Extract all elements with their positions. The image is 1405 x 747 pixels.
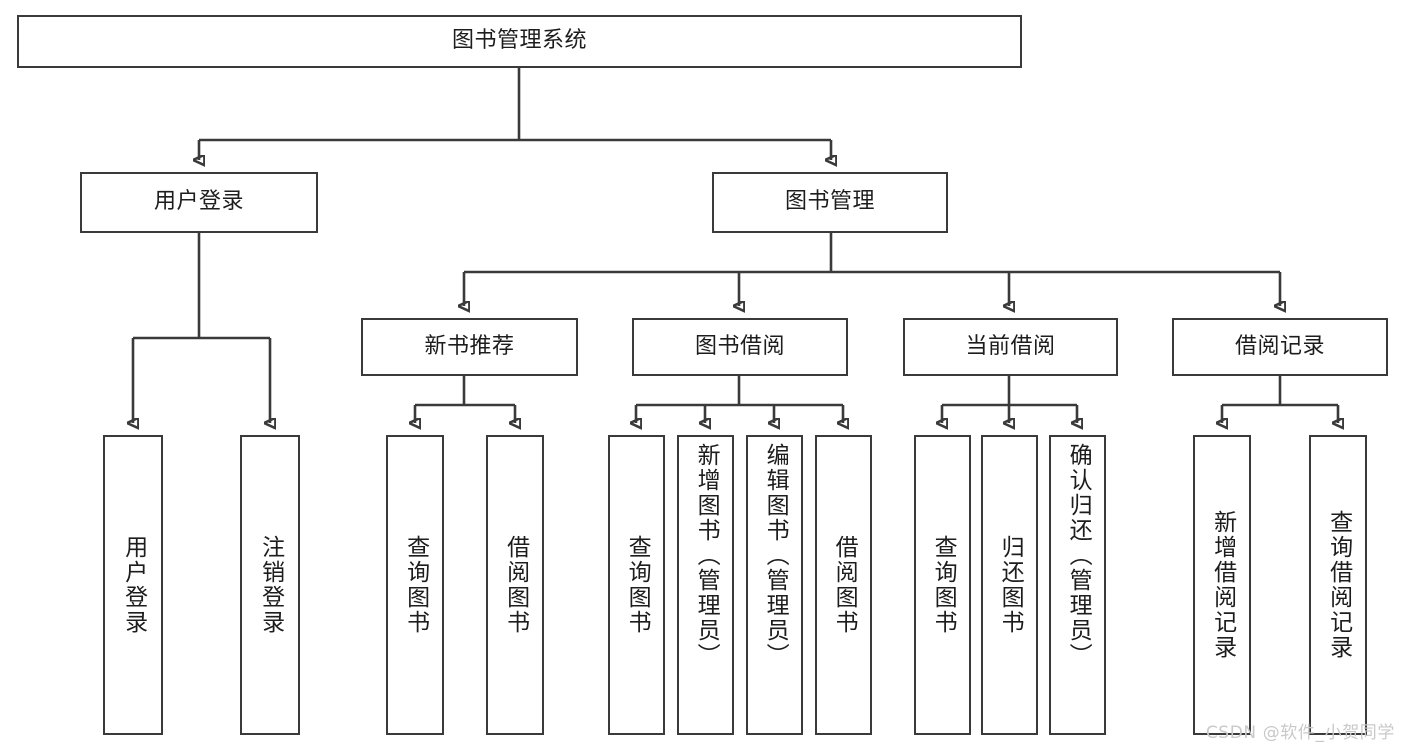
leaf-user-login-login[interactable]: 用户登录	[103, 435, 163, 735]
node-borrow-record[interactable]: 借阅记录	[1172, 318, 1388, 376]
leaf-current-return-book[interactable]: 归还图书	[981, 435, 1038, 735]
node-book-borrow[interactable]: 图书借阅	[632, 318, 848, 376]
leaf-current-confirm-return-admin[interactable]: 确认归还（管理员）	[1049, 435, 1106, 735]
node-book-management[interactable]: 图书管理	[712, 172, 948, 233]
leaf-borrow-borrow-book[interactable]: 借阅图书	[815, 435, 872, 735]
leaf-user-login-logout[interactable]: 注销登录	[240, 435, 300, 735]
leaf-record-add-record[interactable]: 新增借阅记录	[1193, 435, 1251, 735]
leaf-new-book-borrow[interactable]: 借阅图书	[486, 435, 544, 735]
watermark: CSDN @软件_小贺同学	[1205, 723, 1395, 743]
leaf-record-query-record[interactable]: 查询借阅记录	[1309, 435, 1367, 735]
leaf-new-book-query[interactable]: 查询图书	[386, 435, 444, 735]
leaf-current-query-book[interactable]: 查询图书	[914, 435, 971, 735]
leaf-borrow-query-book[interactable]: 查询图书	[608, 435, 665, 735]
leaf-borrow-edit-book-admin[interactable]: 编辑图书（管理员）	[746, 435, 803, 735]
node-current-borrow[interactable]: 当前借阅	[903, 318, 1118, 376]
node-user-login[interactable]: 用户登录	[80, 172, 318, 233]
node-new-book-recommend[interactable]: 新书推荐	[361, 318, 578, 376]
leaf-borrow-add-book-admin[interactable]: 新增图书（管理员）	[677, 435, 734, 735]
node-root-system[interactable]: 图书管理系统	[17, 15, 1022, 68]
